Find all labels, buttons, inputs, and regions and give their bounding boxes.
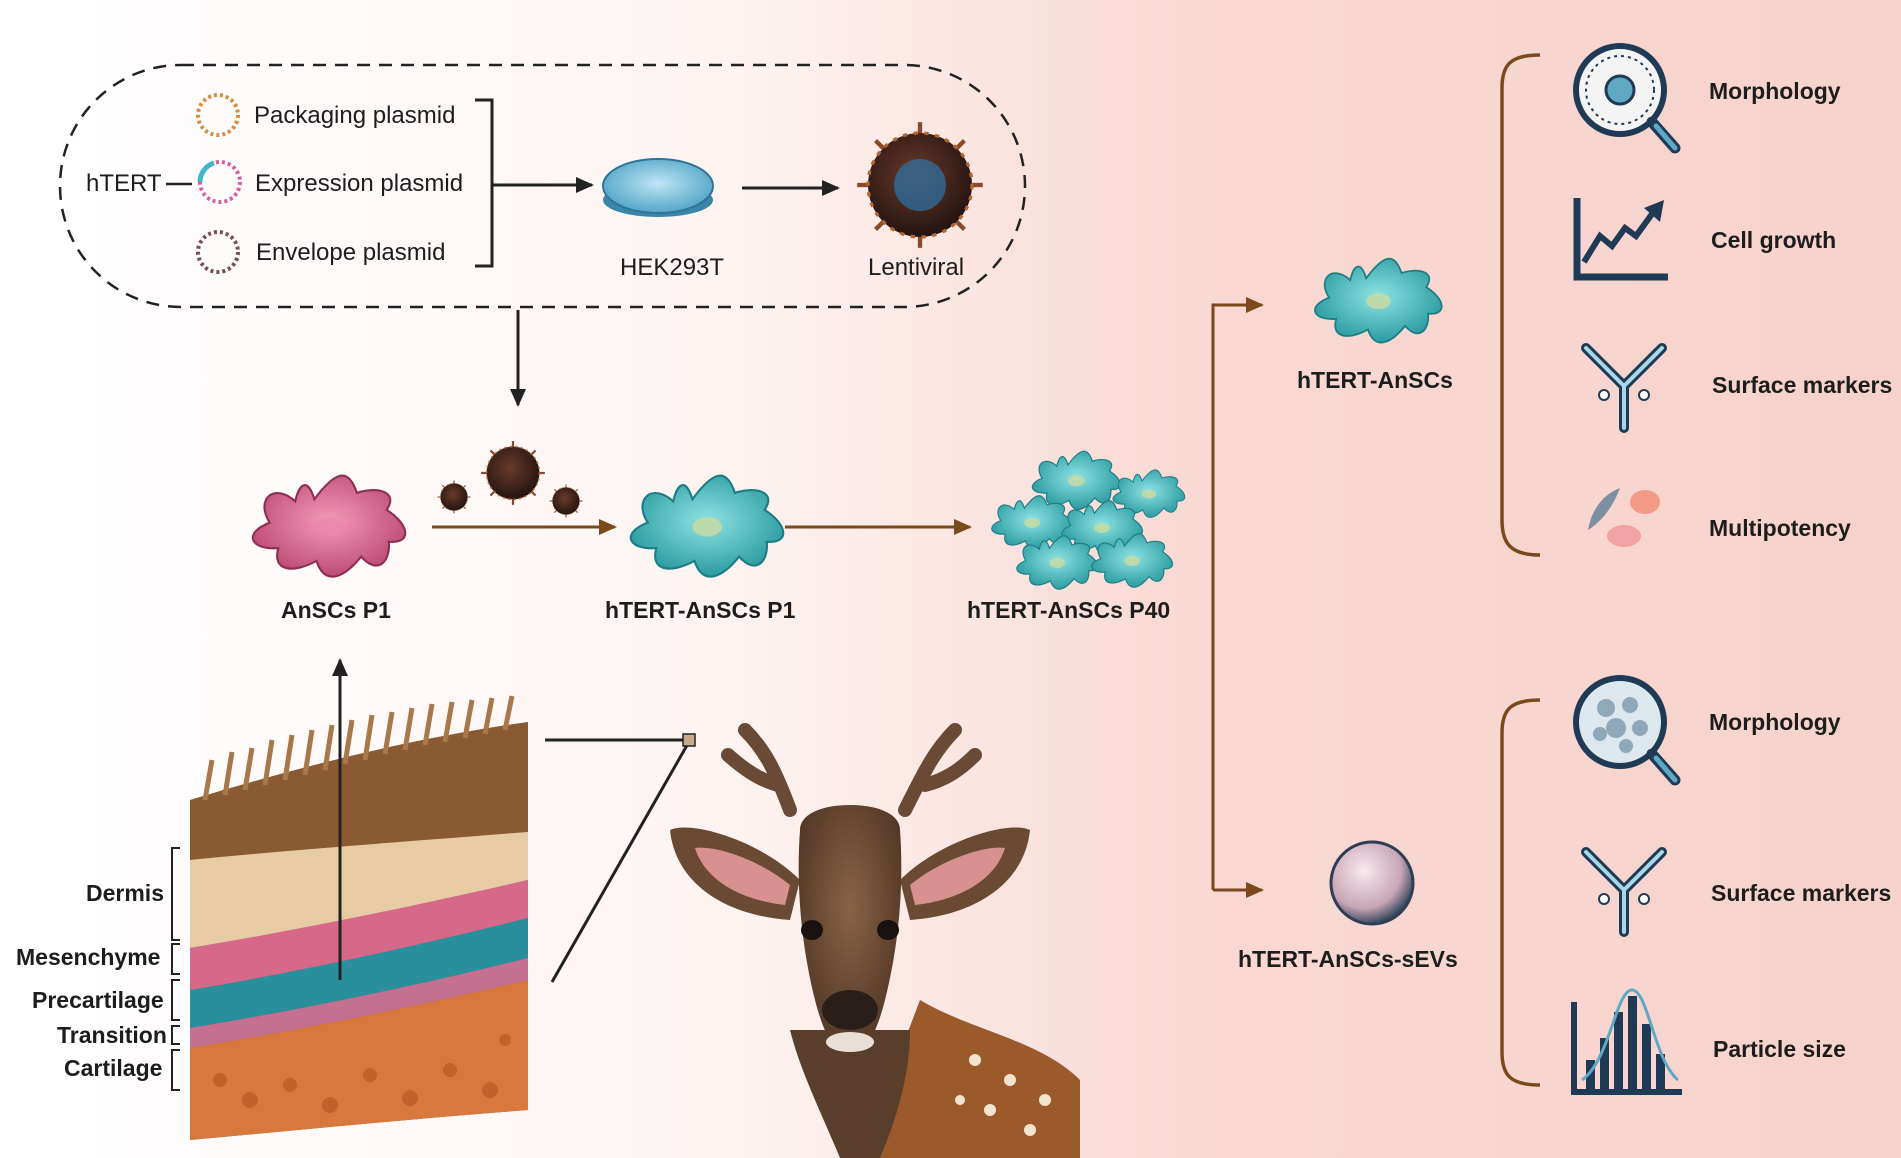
particle-size-histogram-icon <box>1571 988 1682 1095</box>
packaging-plasmid-label: Packaging plasmid <box>254 102 456 129</box>
layer-label-transition: Transition <box>57 1022 167 1048</box>
antler-tip-marker <box>682 733 696 747</box>
hTERT-AnSCs-icon <box>1313 257 1443 344</box>
multipotency-icon <box>1588 488 1660 547</box>
particle-size-label: Particle size <box>1713 1036 1846 1062</box>
AnSCs-P1-label: AnSCs P1 <box>281 597 391 623</box>
transduced-AnSC-icon <box>629 474 785 578</box>
envelope-plasmid-icon <box>196 230 240 274</box>
hTERT-insert-icon <box>197 160 215 183</box>
primary-AnSC-icon <box>251 474 407 578</box>
layer-label-mesenchyme: Mesenchyme <box>16 944 161 970</box>
branch-connector <box>1211 297 1264 898</box>
plasmid-icons <box>196 93 242 274</box>
packaging-plasmid-icon <box>196 93 240 137</box>
cells-morphology-label: Morphology <box>1709 78 1841 104</box>
hTERT-AnSCs-P40-label: hTERT-AnSCs P40 <box>967 597 1171 623</box>
HEK293T-dish-icon <box>602 158 714 217</box>
hTERT-gene-label: hTERT <box>86 170 162 197</box>
layer-label-dermis: Dermis <box>86 880 164 906</box>
cell-growth-chart-icon <box>1573 198 1668 281</box>
antibody-sEV-surface-markers-icon <box>1581 847 1667 937</box>
layer-label-precartilage: Precartilage <box>32 987 164 1013</box>
layer-label-cartilage: Cartilage <box>64 1055 163 1081</box>
multipotency-label: Multipotency <box>1709 515 1851 541</box>
sEV-icon <box>1329 840 1415 926</box>
lentiviral-particle-icon <box>857 122 983 248</box>
virus-particles-icon <box>437 440 583 518</box>
microscope-morphology-icon <box>1573 43 1681 154</box>
hTERT-AnSCs-label: hTERT-AnSCs <box>1297 367 1453 393</box>
layer-brackets <box>171 847 180 1091</box>
lentiviral-packaging-box <box>58 63 1027 309</box>
antibody-surface-markers-icon <box>1581 343 1667 433</box>
plasmid-bracket <box>475 98 494 268</box>
cells-characterization-bracket <box>1500 53 1541 557</box>
passaged-AnSC-colony-icon <box>991 450 1186 590</box>
envelope-plasmid-label: Envelope plasmid <box>256 239 446 266</box>
lentiviral-label: Lentiviral <box>868 254 965 281</box>
sEV-characterization-bracket <box>1500 698 1541 1087</box>
microscope-sEV-morphology-icon <box>1573 675 1681 786</box>
hTERT-AnSCs-sEVs-label: hTERT-AnSCs-sEVs <box>1238 946 1458 972</box>
sEVs-morphology-label: Morphology <box>1709 709 1841 735</box>
hTERT-AnSCs-P1-label: hTERT-AnSCs P1 <box>605 597 796 623</box>
cell-growth-label: Cell growth <box>1711 227 1837 253</box>
HEK293T-label: HEK293T <box>620 254 725 281</box>
antler-tissue-section <box>190 695 528 1140</box>
expression-plasmid-label: Expression plasmid <box>255 170 464 197</box>
cells-surface-markers-label: Surface markers <box>1712 372 1893 398</box>
antler-callout-line <box>545 738 693 983</box>
sEVs-surface-markers-label: Surface markers <box>1711 880 1892 906</box>
deer-illustration <box>670 723 1080 1158</box>
